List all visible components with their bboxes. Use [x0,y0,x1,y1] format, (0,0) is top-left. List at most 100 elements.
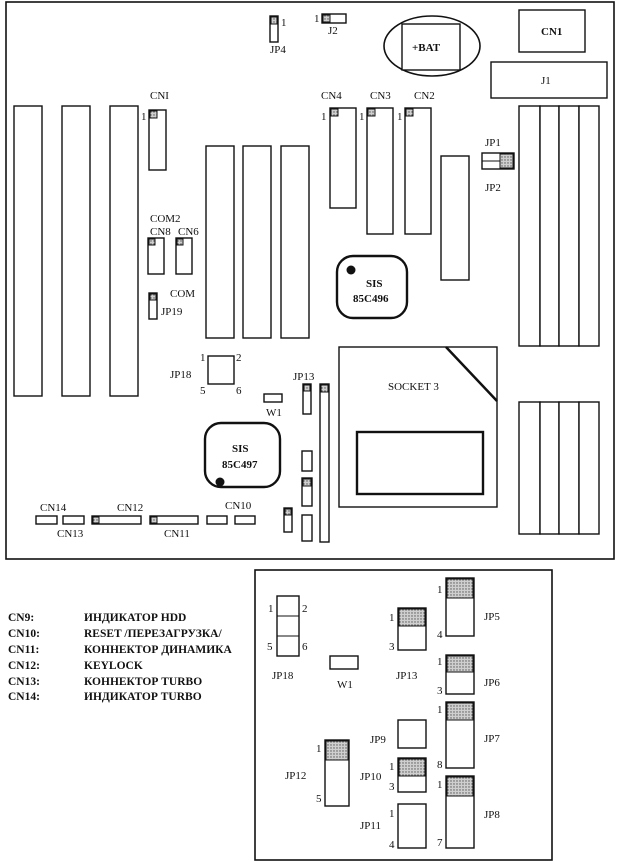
cn10-label: CN10 [225,500,252,512]
j1-label: J1 [541,75,551,87]
cn14-connector: CN14 [35,502,67,525]
cn12-label: CN12 [117,502,143,514]
detail-jp12-label: JP12 [285,770,306,782]
svg-text:1: 1 [397,111,403,123]
jp13-label: JP13 [293,371,315,383]
svg-text:1: 1 [437,704,443,716]
detail-jp18-label: JP18 [272,670,294,682]
j1-connector: J1 [490,61,608,99]
svg-text:1: 1 [321,111,327,123]
bios-chip [440,155,470,281]
isa-slot-1 [13,105,43,397]
svg-text:1: 1 [437,779,443,791]
detail-jp8-label: JP8 [484,809,500,821]
detail-jp13: 1 3 JP13 [389,607,427,682]
simm-slots-lower [518,401,600,535]
detail-jp6-label: JP6 [484,677,500,689]
j2-connector: 1 J2 [314,13,347,37]
svg-text:3: 3 [389,781,395,793]
svg-text:1: 1 [316,743,322,755]
svg-text:1: 1 [437,656,443,668]
detail-jp12: 1 5 JP12 [285,739,350,807]
jp4-label: JP4 [270,44,286,56]
com2-label: COM2 [150,213,181,225]
svg-text:2: 2 [236,352,242,364]
svg-text:4: 4 [437,629,443,641]
svg-text:6: 6 [302,641,308,653]
pci-slot-3 [280,145,310,339]
legend-code-3: CN11: [8,644,39,656]
legend-text-1: ИНДИКАТОР HDD [84,612,186,624]
legend-text-5: КОННЕКТОР TURBO [84,676,202,688]
legend-code-5: CN13: [8,676,40,688]
board-outline [5,1,615,560]
w1-jumper: W1 [263,393,283,419]
legend-code-1: CN9: [8,612,34,624]
sis2-line1: SIS [232,443,249,455]
legend-code-2: CN10: [8,628,40,640]
isa-slot-2 [61,105,91,397]
detail-jp13-label: JP13 [396,670,418,682]
svg-text:1: 1 [268,603,274,615]
cn3-label: CN3 [370,90,391,102]
cn11-connector: CN11 [149,515,199,540]
detail-jp5-label: JP5 [484,611,500,623]
legend-text-2: RESET /ПЕРЕЗАГРУЗКА/ [84,628,222,640]
cn1-connector: CN1 [518,9,586,53]
svg-text:1: 1 [314,13,320,25]
jp19-jumper: JP19 [148,292,183,320]
svg-text:3: 3 [389,641,395,653]
legend-text-4: KEYLOCK [84,660,143,672]
svg-text:1: 1 [281,17,287,29]
socket-label: SOCKET 3 [388,381,439,393]
legend: CN9: ИНДИКАТОР HDD CN10: RESET /ПЕРЕЗАГР… [8,612,233,703]
cn4-header: CN4 1 [321,90,357,209]
cn8-label: CN8 [150,226,171,238]
detail-jp8: 1 7 JP8 [437,775,500,849]
svg-text:3: 3 [437,685,443,697]
svg-text:5: 5 [200,385,206,397]
svg-text:8: 8 [437,759,443,771]
svg-text:5: 5 [316,793,322,805]
sis-85c497-chip: SIS 85C497 [203,421,282,489]
jumper-detail-box [254,569,553,861]
jp4-jumper: 1 JP4 [269,15,287,56]
jp1-label: JP1 [485,137,501,149]
cn11-label: CN11 [164,528,190,540]
svg-text:1: 1 [389,612,395,624]
jp18-label: JP18 [170,369,192,381]
detail-jp5: 1 4 JP5 [437,577,500,641]
pci-slot-1 [205,145,235,339]
cni-label: CNI [150,90,169,102]
battery: +BAT [383,15,481,77]
detail-jp6: 1 3 JP6 [437,654,500,697]
svg-text:2: 2 [302,603,308,615]
svg-text:6: 6 [236,385,242,397]
detail-jp9: JP9 [370,719,427,749]
sis-85c496-chip: SIS 85C496 [335,254,409,320]
cn2-label: CN2 [414,90,435,102]
cn13-connector: CN13 [57,515,85,540]
detail-w1-label: W1 [337,679,353,691]
sis2-line2: 85C497 [222,459,258,471]
cn6-header [175,237,193,275]
svg-text:1: 1 [200,352,206,364]
jp2-label: JP2 [485,182,501,194]
jp19-label: JP19 [161,306,183,318]
w1-label: W1 [266,407,282,419]
svg-text:4: 4 [389,839,395,851]
detail-jp10-label: JP10 [360,771,382,783]
svg-text:7: 7 [437,837,443,849]
simm-slots-upper [518,105,600,347]
sis1-line2: 85C496 [353,293,389,305]
cpu-socket: SOCKET 3 [338,346,498,508]
cn14-label: CN14 [40,502,67,514]
detail-jp11-label: JP11 [360,820,381,832]
jp18-jumper: 1 2 JP18 5 6 [170,352,242,397]
legend-text-6: ИНДИКАТОР TURBO [84,691,202,703]
isa-slot-3 [109,105,139,397]
svg-text:1: 1 [141,111,147,123]
com-label: COM [170,288,195,300]
detail-jp7: 1 8 JP7 [437,701,500,771]
